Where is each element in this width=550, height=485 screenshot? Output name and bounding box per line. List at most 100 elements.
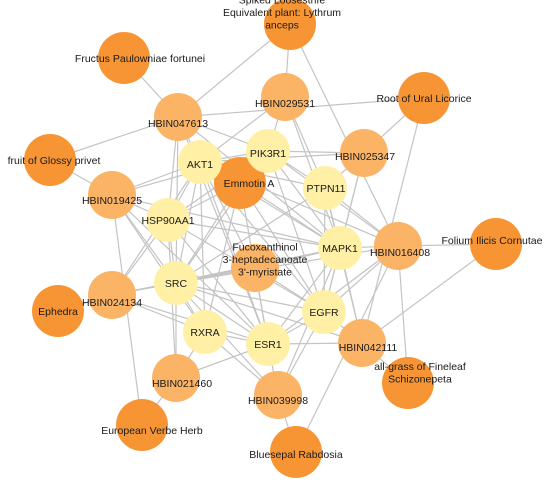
node-c025347: HBIN025347 [335,129,395,177]
node-label-c029531: HBIN029531 [255,98,315,110]
node-label-verbe: European Verbe Herb [101,425,203,437]
node-label-spiked-line-1: Equivalent plant: Lythrum [223,7,341,19]
node-pik3r1: PIK3R1 [246,129,290,173]
node-label-paulownia: Fructus Paulowniae fortunei [75,53,205,65]
node-label-ephedra: Ephedra [38,306,78,318]
edge-akt1-rxra [199,161,206,333]
node-circle-c016408 [374,222,422,270]
node-emmotin: Emmotin A [214,157,274,209]
node-circle-spiked [264,0,316,50]
node-c024134: HBIN024134 [82,271,142,319]
edge-hsp90aa1-mapk1 [167,219,341,249]
node-label-c024134: HBIN024134 [82,297,142,309]
node-src: SRC [154,261,198,305]
node-privet: fruit of Glossy privet [8,134,101,186]
node-egfr: EGFR [302,290,346,334]
node-circle-rabdosia [270,426,322,478]
node-c021460: HBIN021460 [152,354,212,402]
node-circle-ilicis [470,218,522,270]
node-label-spiked-line-0: Spiked Loosestrife [239,0,326,7]
node-ilicis: Folium Ilicis Cornutae [442,218,543,270]
node-hsp90aa1: HSP90AA1 [141,198,195,242]
node-c016408: HBIN016408 [370,222,430,270]
node-circle-hsp90aa1 [146,198,190,242]
node-label-c021460: HBIN021460 [152,378,212,390]
edge-ptpn11-src [175,187,326,284]
node-circle-c029531 [261,73,309,121]
node-circle-pik3r1 [246,129,290,173]
node-label-privet: fruit of Glossy privet [8,155,101,167]
node-fucox: Fucoxanthinol3-heptadecanoate3'-myristat… [223,242,308,292]
node-circle-c019425 [88,171,136,219]
node-c029531: HBIN029531 [255,73,315,121]
node-label-fucox-line-1: 3-heptadecanoate [223,254,308,266]
node-circle-c047613 [154,93,202,141]
node-mapk1: MAPK1 [318,226,362,270]
node-label-ilicis: Folium Ilicis Cornutae [442,235,543,247]
node-c039998: HBIN039998 [248,371,308,419]
node-circle-c042111 [338,319,386,367]
node-licorice: Root of Ural Licorice [376,72,472,124]
node-label-spiked-line-2: anceps [265,20,299,32]
node-label-ptpn11: PTPN11 [307,183,346,195]
node-circle-egfr [302,290,346,334]
node-circle-privet [24,134,76,186]
node-verbe: European Verbe Herb [101,399,203,451]
node-c019425: HBIN019425 [82,171,142,219]
node-label-hsp90aa1: HSP90AA1 [141,215,194,227]
node-label-c047613: HBIN047613 [148,118,208,130]
node-circle-licorice [398,72,450,124]
node-circle-fucox [231,244,279,292]
node-ephedra: Ephedra [32,285,84,337]
node-circle-c039998 [254,371,302,419]
node-circle-ptpn11 [303,166,347,210]
node-circle-fineleaf [382,357,434,409]
node-label-c042111: HBIN042111 [339,342,398,354]
node-label-mapk1: MAPK1 [322,243,358,255]
node-label-src: SRC [165,278,188,290]
node-label-c025347: HBIN025347 [335,151,395,163]
edge-pik3r1-egfr [267,150,325,313]
node-label-emmotin: Emmotin A [224,178,275,190]
node-label-rxra: RXRA [190,327,219,339]
node-esr1: ESR1 [246,322,290,366]
node-circle-esr1 [246,322,290,366]
node-label-fineleaf-line-1: Schizonepeta [388,373,452,385]
node-label-fucox-line-0: Fucoxanthinol [232,242,297,254]
edge-spiked-c016408 [289,23,399,247]
node-rxra: RXRA [183,310,227,354]
node-circle-verbe [116,399,168,451]
edge-ilicis-c042111 [361,243,497,344]
node-circle-src [154,261,198,305]
node-circle-emmotin [214,157,266,209]
node-label-esr1: ESR1 [254,339,282,351]
node-label-pik3r1: PIK3R1 [250,148,286,160]
node-label-akt1: AKT1 [187,159,213,171]
edge-licorice-c042111 [361,97,425,344]
edge-c019425-rxra [111,194,206,333]
node-circle-akt1 [178,140,222,184]
node-circle-ephedra [32,285,84,337]
node-paulownia: Fructus Paulowniae fortunei [75,32,205,84]
edge-c019425-mapk1 [111,194,341,249]
edge-akt1-esr1 [199,161,269,345]
node-ptpn11: PTPN11 [303,166,347,210]
node-c042111: HBIN042111 [338,319,397,367]
node-rabdosia: Bluesepal Rabdosia [249,426,343,478]
node-label-c016408: HBIN016408 [370,247,430,259]
node-label-licorice: Root of Ural Licorice [376,93,471,105]
edge-c039998-src [175,282,279,396]
node-label-c039998: HBIN039998 [248,395,308,407]
node-circle-rxra [183,310,227,354]
node-c047613: HBIN047613 [148,93,208,141]
node-label-rabdosia: Bluesepal Rabdosia [249,449,343,461]
edge-c042111-src [175,282,363,344]
node-label-fucox-line-2: 3'-myristate [238,267,292,279]
node-akt1: AKT1 [178,140,222,184]
edge-hsp90aa1-esr1 [167,219,269,345]
node-label-egfr: EGFR [309,307,339,319]
node-circle-mapk1 [318,226,362,270]
